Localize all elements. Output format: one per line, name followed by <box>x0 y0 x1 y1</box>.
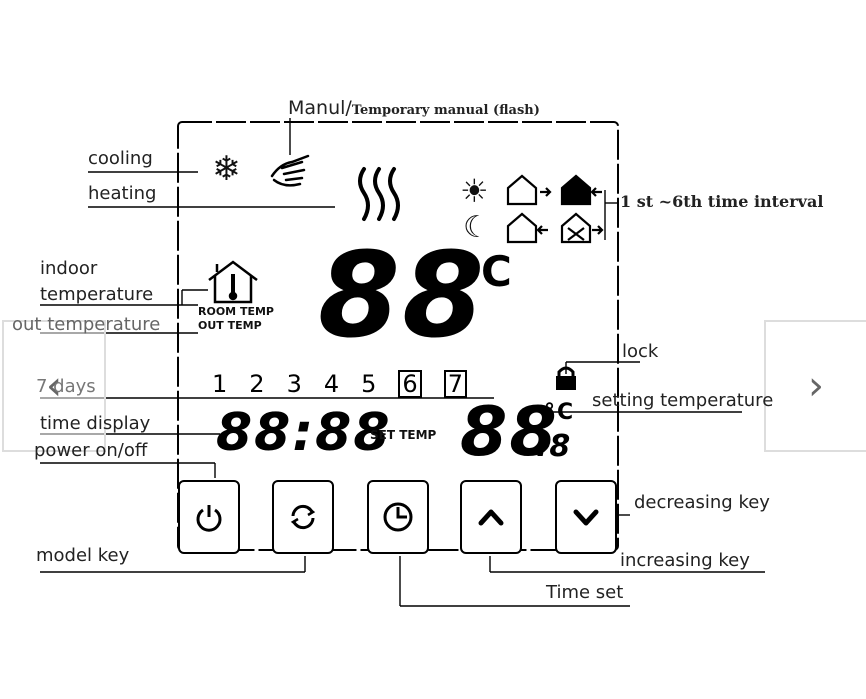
days-row: 1 2 3 4 5 6 7 <box>212 370 467 398</box>
day-3: 3 <box>286 370 302 398</box>
7-days-label: 7 days <box>36 376 96 397</box>
prev-image-button[interactable]: ‹ <box>2 320 106 452</box>
snowflake-icon: ❄ <box>212 149 241 189</box>
model-key-label: model key <box>36 545 130 566</box>
decrease-button[interactable] <box>555 480 617 554</box>
main-temp-unit: °C <box>458 247 514 296</box>
interval-house-icons <box>506 174 604 244</box>
mode-button[interactable] <box>272 480 334 554</box>
chevron-up-icon <box>478 509 504 526</box>
time-set-label: Time set <box>546 582 624 603</box>
increasing-key-label: increasing key <box>620 550 750 571</box>
set-temp-unit: °C <box>544 400 576 425</box>
indoor-temperature-label: temperature <box>40 284 154 305</box>
set-temp-display: 88 <box>460 393 559 472</box>
lock-icon <box>556 366 576 390</box>
lock-label: lock <box>622 341 659 362</box>
heating-label: heating <box>88 183 157 204</box>
day-1: 1 <box>212 370 228 398</box>
power-icon <box>196 505 222 532</box>
room-temp-text: ROOM TEMP <box>198 305 274 318</box>
main-temp-display: 88 <box>318 226 487 364</box>
chevron-right-icon: › <box>808 363 824 409</box>
chevron-left-icon: ‹ <box>46 363 62 409</box>
next-image-button[interactable]: › <box>764 320 866 452</box>
set-temp-decimal: .8 <box>536 429 573 464</box>
indoor-house-icon <box>208 260 258 304</box>
clock-display: 88:88 <box>216 403 392 463</box>
interval-label: 1 st ~6th time interval <box>620 192 824 211</box>
sun-icon: ☀ <box>460 172 489 210</box>
out-temp-text: OUT TEMP <box>198 319 262 332</box>
manual-label: Manul/Temporary manual (flash) <box>288 97 540 119</box>
day-7: 7 <box>443 370 467 398</box>
day-4: 4 <box>323 370 340 398</box>
cooling-label: cooling <box>88 148 153 169</box>
day-6: 6 <box>398 370 422 398</box>
setting-temperature-label: setting temperature <box>592 390 774 411</box>
day-2: 2 <box>249 370 265 398</box>
hand-icon <box>270 154 310 187</box>
day-5: 5 <box>361 370 377 398</box>
time-set-button[interactable] <box>367 480 429 554</box>
clock-icon <box>383 502 413 532</box>
heat-waves-icon <box>358 167 400 221</box>
power-label: power on/off <box>34 440 148 461</box>
time-display-label: time display <box>40 413 151 434</box>
indoor-label: indoor <box>40 258 98 279</box>
set-temp-text: SET TEMP <box>370 428 437 442</box>
decreasing-key-label: decreasing key <box>634 492 770 513</box>
increase-button[interactable] <box>460 480 522 554</box>
power-button[interactable] <box>178 480 240 554</box>
moon-icon: ☾ <box>463 210 490 245</box>
cycle-icon <box>290 504 316 530</box>
chevron-down-icon <box>573 509 599 526</box>
out-temperature-label: out temperature <box>12 314 161 335</box>
